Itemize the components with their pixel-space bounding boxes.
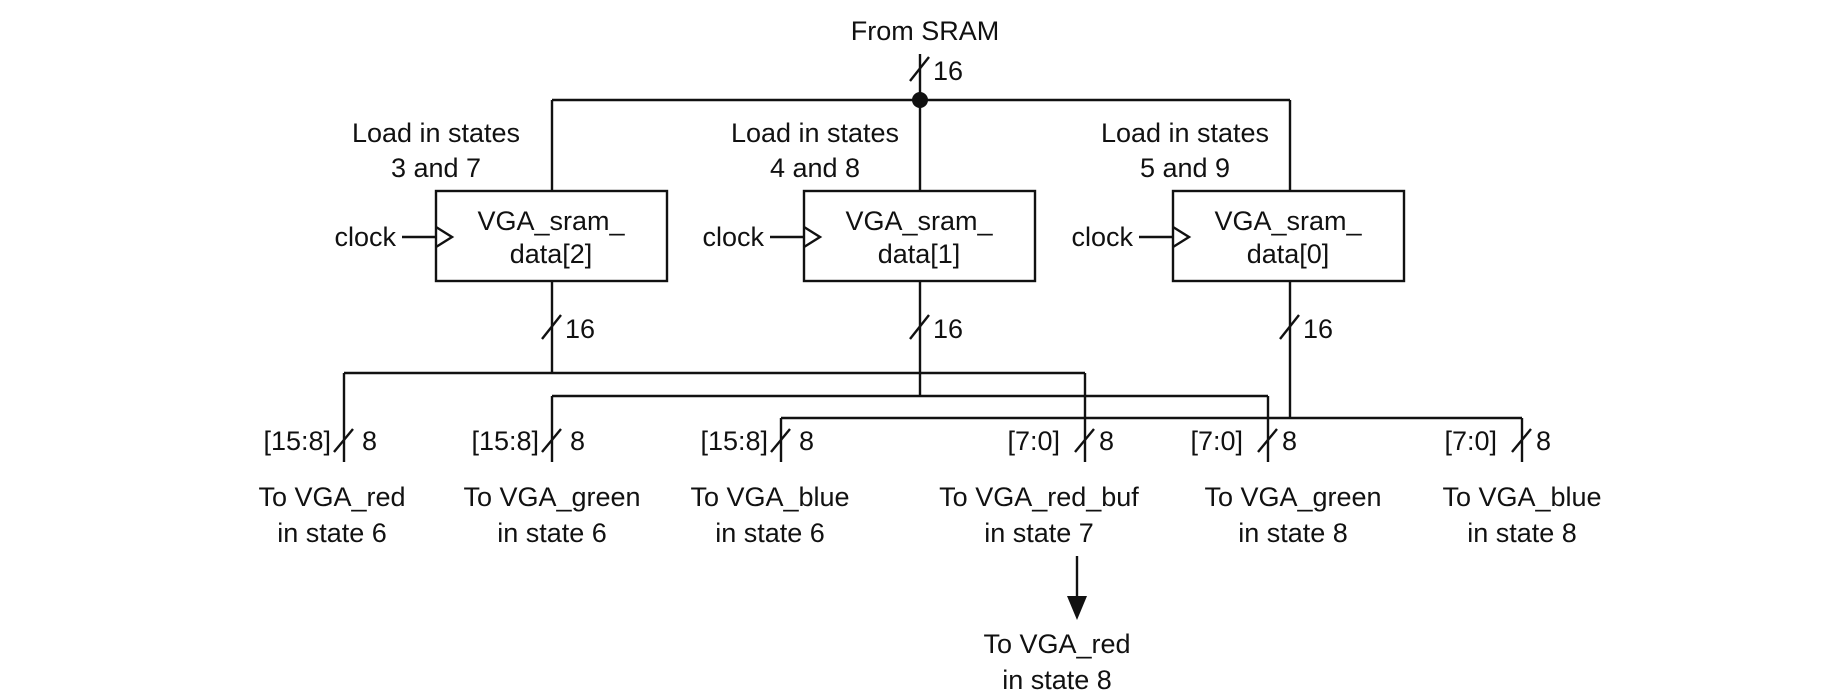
output-red-buf-line1: To VGA_red_buf — [939, 482, 1139, 512]
register-2-name-line1: VGA_sram_ — [477, 206, 625, 236]
output-green-8-width: 8 — [1282, 426, 1297, 456]
register-1-output-width: 16 — [933, 314, 963, 344]
register-1-clock-label: clock — [702, 222, 764, 252]
source-bus-width: 16 — [933, 56, 963, 86]
register-1-clock-arrow — [803, 225, 823, 249]
output-blue-8-line1: To VGA_blue — [1442, 482, 1601, 512]
buffer-destination-line1: To VGA_red — [983, 629, 1130, 659]
register-1-output-slash — [909, 314, 930, 340]
register-2-box — [434, 189, 669, 283]
register-0-load-line2: 5 and 9 — [1140, 153, 1230, 183]
register-0-clock-arrow — [1172, 225, 1192, 249]
output-green-8-line2: in state 8 — [1238, 518, 1348, 548]
register-2-output-slash — [541, 314, 562, 340]
output-blue-slash — [770, 428, 791, 453]
register-1-name-line1: VGA_sram_ — [845, 206, 993, 236]
register-0-load-line1: Load in states — [1101, 118, 1269, 148]
register-0-output-width: 16 — [1303, 314, 1333, 344]
output-blue-8-slash — [1511, 428, 1532, 453]
buffer-destination-line2: in state 8 — [1002, 665, 1112, 695]
output-red-line1: To VGA_red — [258, 482, 405, 512]
register-1-load-line2: 4 and 8 — [770, 153, 860, 183]
output-green-line2: in state 6 — [497, 518, 607, 548]
output-blue-width: 8 — [799, 426, 814, 456]
output-green-bits: [15:8] — [471, 426, 539, 456]
output-red-width: 8 — [362, 426, 377, 456]
output-green-8-bits: [7:0] — [1190, 426, 1243, 456]
register-2-name-line2: data[2] — [510, 239, 593, 269]
output-blue-8-bits: [7:0] — [1444, 426, 1497, 456]
register-2-load-line2: 3 and 7 — [391, 153, 481, 183]
register-2-clock-arrow — [435, 225, 455, 249]
register-0-box — [1171, 189, 1406, 283]
output-red-line2: in state 6 — [277, 518, 387, 548]
output-blue-bits: [15:8] — [700, 426, 768, 456]
output-green-line1: To VGA_green — [463, 482, 640, 512]
output-blue-8-width: 8 — [1536, 426, 1551, 456]
source-label: From SRAM — [851, 16, 1000, 46]
output-green-8-slash — [1257, 428, 1278, 453]
register-2-output-width: 16 — [565, 314, 595, 344]
buffer-arrow-head — [1067, 596, 1087, 620]
output-red-buf-slash — [1074, 428, 1095, 453]
register-0-clock-label: clock — [1071, 222, 1133, 252]
output-red-buf-width: 8 — [1099, 426, 1114, 456]
output-blue-line2: in state 6 — [715, 518, 825, 548]
register-0-output-slash — [1279, 314, 1300, 340]
output-blue-line1: To VGA_blue — [690, 482, 849, 512]
output-green-width: 8 — [570, 426, 585, 456]
register-0-name-line1: VGA_sram_ — [1214, 206, 1362, 236]
register-2-clock-label: clock — [334, 222, 396, 252]
register-2-load-line1: Load in states — [352, 118, 520, 148]
output-blue-8-line2: in state 8 — [1467, 518, 1577, 548]
output-green-8-line1: To VGA_green — [1204, 482, 1381, 512]
output-green-slash — [541, 428, 562, 453]
output-red-slash — [333, 428, 354, 453]
register-1-name-line2: data[1] — [878, 239, 961, 269]
register-0-name-line2: data[0] — [1247, 239, 1330, 269]
output-red-bits: [15:8] — [263, 426, 331, 456]
output-red-buf-line2: in state 7 — [984, 518, 1094, 548]
output-red-buf-bits: [7:0] — [1007, 426, 1060, 456]
source-bus-slash — [909, 56, 930, 82]
register-1-load-line1: Load in states — [731, 118, 899, 148]
